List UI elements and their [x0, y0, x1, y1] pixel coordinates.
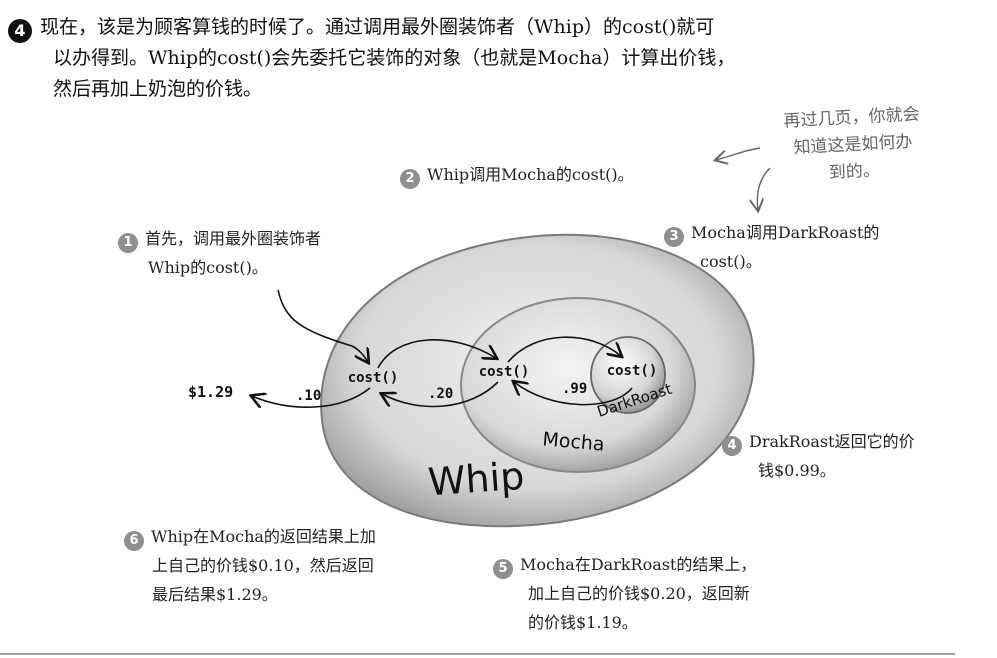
call-arrow-1: [277, 289, 368, 362]
return-arrow-outer: [252, 387, 371, 407]
return-arrow-middle: [382, 381, 499, 408]
step-number-badge: 4: [722, 436, 742, 456]
step-number-badge: 2: [400, 169, 420, 189]
return-arrow-inner: [514, 382, 633, 406]
step-number-badge: 1: [118, 233, 138, 253]
step-number-badge: 4: [8, 19, 32, 43]
call-label-darkroast: cost(): [607, 363, 658, 379]
return-value-outer: .10: [296, 388, 321, 404]
return-value-middle: .20: [428, 386, 453, 402]
step-number-badge: 6: [124, 531, 144, 551]
step-number-badge: 3: [664, 227, 684, 247]
step-number-badge: 5: [493, 559, 513, 579]
call-label-whip: cost(): [348, 370, 399, 386]
aside-arrow-down: [757, 167, 771, 210]
intro-line: 然后再加上奶泡的价钱。: [53, 78, 263, 100]
intro-line: 现在，该是为顾客算钱的时候了。通过调用最外圈装饰者（Whip）的cost()就可: [40, 16, 715, 38]
return-value-inner: .99: [562, 381, 587, 397]
intro-paragraph: 4 现在，该是为顾客算钱的时候了。通过调用最外圈装饰者（Whip）的cost()就…: [8, 12, 868, 105]
mocha-label: Mocha: [542, 428, 606, 455]
call-label-mocha: cost(): [479, 364, 530, 380]
intro-line: 以办得到。Whip的cost()会先委托它装饰的对象（也就是Mocha）计算出价…: [53, 47, 736, 69]
whip-label: Whip: [427, 454, 526, 505]
call-arrow-3: [507, 336, 621, 363]
call-arrow-2: [377, 339, 496, 369]
footer-rule: [0, 653, 955, 655]
aside-arrow-left: [716, 147, 761, 160]
total-price: $1.29: [188, 383, 233, 401]
